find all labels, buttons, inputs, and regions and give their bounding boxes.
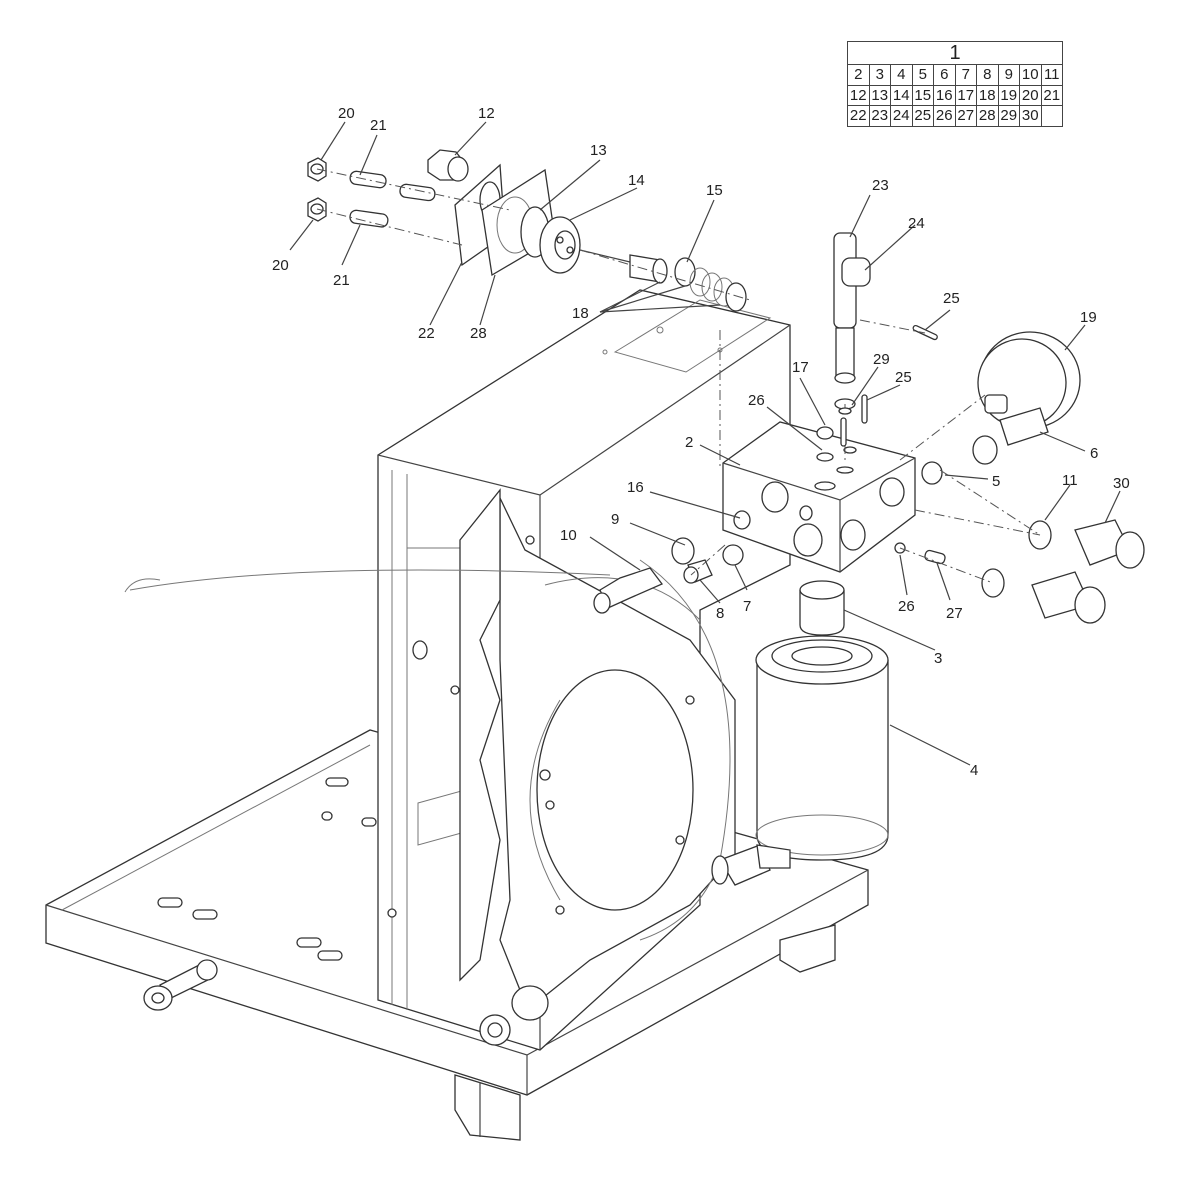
callout-27: 27 <box>946 605 963 622</box>
callout-25-top: 25 <box>943 290 960 307</box>
relief-valve-assembly <box>307 149 747 312</box>
table-cell: 18 <box>976 84 999 106</box>
inlet-fittings <box>129 537 713 614</box>
callout-23: 23 <box>872 177 889 194</box>
callout-9: 9 <box>611 511 619 528</box>
table-cell: 24 <box>890 105 913 127</box>
pressure-valve <box>833 232 871 460</box>
spacer <box>799 580 845 636</box>
assembly-centerlines <box>316 168 1041 584</box>
callout-10: 10 <box>560 527 577 544</box>
front-roller <box>479 985 549 1046</box>
gasket-panel <box>459 488 501 982</box>
callout-21-lower: 21 <box>333 272 350 289</box>
table-cell: 19 <box>997 84 1020 106</box>
callout-20-lower: 20 <box>272 257 289 274</box>
callout-labels: 20 21 12 13 14 15 23 24 25 19 29 25 17 2… <box>272 105 1130 779</box>
callout-8: 8 <box>716 605 724 622</box>
callout-24: 24 <box>908 215 925 232</box>
manifold-block <box>722 421 916 573</box>
callout-5: 5 <box>992 473 1000 490</box>
callout-17: 17 <box>792 359 809 376</box>
callout-13: 13 <box>590 142 607 159</box>
table-cell: 20 <box>1019 84 1042 106</box>
parts-index-table: 1 2 3 4 5 6 7 8 9 10 11 12 13 14 15 16 1… <box>847 41 1063 127</box>
callout-26-top: 26 <box>748 392 765 409</box>
callout-25: 25 <box>895 369 912 386</box>
pressure-gauge <box>921 331 1081 485</box>
table-cell: 30 <box>1019 105 1042 127</box>
lifting-bar <box>143 959 218 1011</box>
table-cell: 23 <box>868 105 891 127</box>
table-cell: 29 <box>997 105 1020 127</box>
callout-20: 20 <box>338 105 355 122</box>
table-row: 2 3 4 5 6 7 8 9 10 11 <box>847 64 1063 86</box>
callout-3: 3 <box>934 650 942 667</box>
callout-18: 18 <box>572 305 589 322</box>
callout-26: 26 <box>898 598 915 615</box>
table-cell <box>1040 105 1063 127</box>
table-cell: 11 <box>1040 64 1063 86</box>
small-parts <box>722 324 946 566</box>
callout-12: 12 <box>478 105 495 122</box>
callout-16: 16 <box>627 479 644 496</box>
filter-element <box>711 635 889 886</box>
table-header-row: 1 <box>847 41 1063 65</box>
flange-plate <box>124 497 736 1001</box>
table-cell: 22 <box>847 105 870 127</box>
callout-22: 22 <box>418 325 435 342</box>
callout-7: 7 <box>743 598 751 615</box>
callout-15: 15 <box>706 182 723 199</box>
callout-19: 19 <box>1080 309 1097 326</box>
callout-30: 30 <box>1113 475 1130 492</box>
callout-11: 11 <box>1062 472 1078 489</box>
callout-29: 29 <box>873 351 890 368</box>
callout-2: 2 <box>685 434 693 451</box>
outlet-fittings <box>981 519 1145 624</box>
callout-28: 28 <box>470 325 487 342</box>
callout-14: 14 <box>628 172 645 189</box>
table-cell: 25 <box>911 105 934 127</box>
table-cell: 1 <box>847 41 1063 65</box>
table-cell: 27 <box>954 105 977 127</box>
callout-4: 4 <box>970 762 978 779</box>
callout-21: 21 <box>370 117 387 134</box>
table-row: 22 23 24 25 26 27 28 29 30 <box>847 105 1063 127</box>
callout-6: 6 <box>1090 445 1098 462</box>
leader-lines <box>289 121 1121 766</box>
